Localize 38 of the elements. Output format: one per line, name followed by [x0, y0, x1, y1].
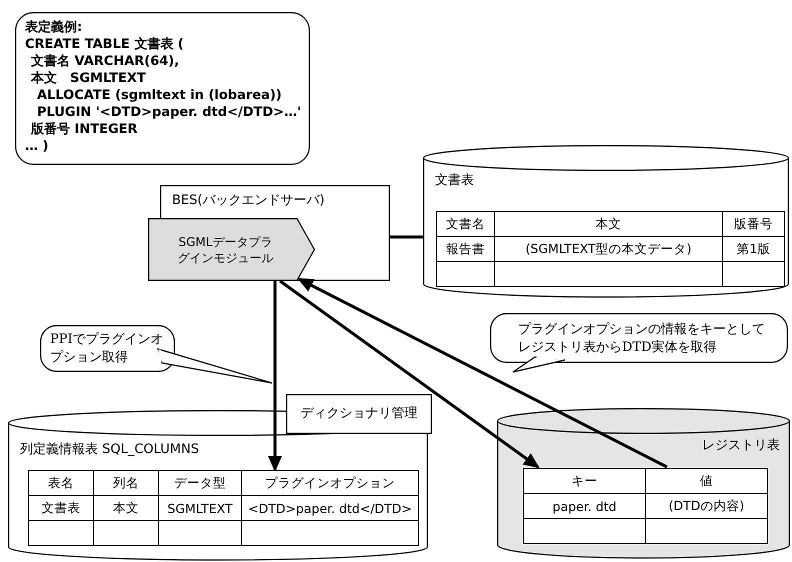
table-cell: (DTDの内容) [646, 494, 768, 518]
arrow [297, 278, 668, 468]
table-cell: (SGMLTEXT型の本文データ) [494, 236, 722, 262]
table-cell: 本文 [94, 496, 158, 520]
code-line: PLUGIN '<DTD>paper. dtd</DTD>…' [37, 105, 302, 121]
table-cell: <DTD>paper. dtd</DTD> [242, 496, 418, 520]
table-cell: 文書名 [436, 212, 494, 236]
table-title: 文書表 [435, 173, 474, 189]
table-cell: 本文 [494, 212, 722, 236]
table-cell: データ型 [158, 470, 242, 496]
callout-text: PPIでプラグインオプション取得 [50, 331, 165, 367]
table-title: 列定義情報表 SQL_COLUMNS [20, 442, 199, 458]
code-line: 版番号 INTEGER [31, 122, 138, 138]
code-line: CREATE TABLE 文書表 ( [25, 37, 184, 53]
box-label: ディクショナリ管理 [300, 406, 418, 422]
table-cell: プラグインオプション [242, 470, 418, 496]
box-label: BES(バックエンドサーバ) [172, 193, 325, 209]
table-cell: 表名 [28, 470, 94, 496]
table-cell: 報告書 [436, 236, 494, 262]
table-cell: キー [524, 468, 646, 494]
callout-text: プラグインオプションの情報をキーとしてレジストリ表からDTD実体を取得 [518, 321, 766, 357]
code-line: … ) [25, 139, 48, 155]
table-cell: 値 [646, 468, 768, 494]
table-title: レジストリ表 [702, 438, 780, 454]
table-cell: 列名 [94, 470, 158, 496]
table-cell: 版番号 [722, 212, 784, 236]
arrow [279, 280, 540, 468]
code-line: 本文 SGMLTEXT [31, 71, 146, 87]
table-cell: 第1版 [722, 236, 784, 262]
code-line: ALLOCATE (sgmltext in (lobarea)) [37, 88, 282, 104]
table-cell: 文書表 [28, 496, 94, 520]
box-label: SGMLデータプラグインモジュール [176, 234, 274, 266]
code-line: 文書名 VARCHAR(64), [31, 54, 180, 70]
table-cell: paper. dtd [524, 494, 646, 518]
arrow [268, 281, 282, 472]
table-cell: SGMLTEXT [158, 496, 242, 520]
connector-line [390, 236, 423, 238]
note-heading: 表定義例: [25, 20, 82, 36]
